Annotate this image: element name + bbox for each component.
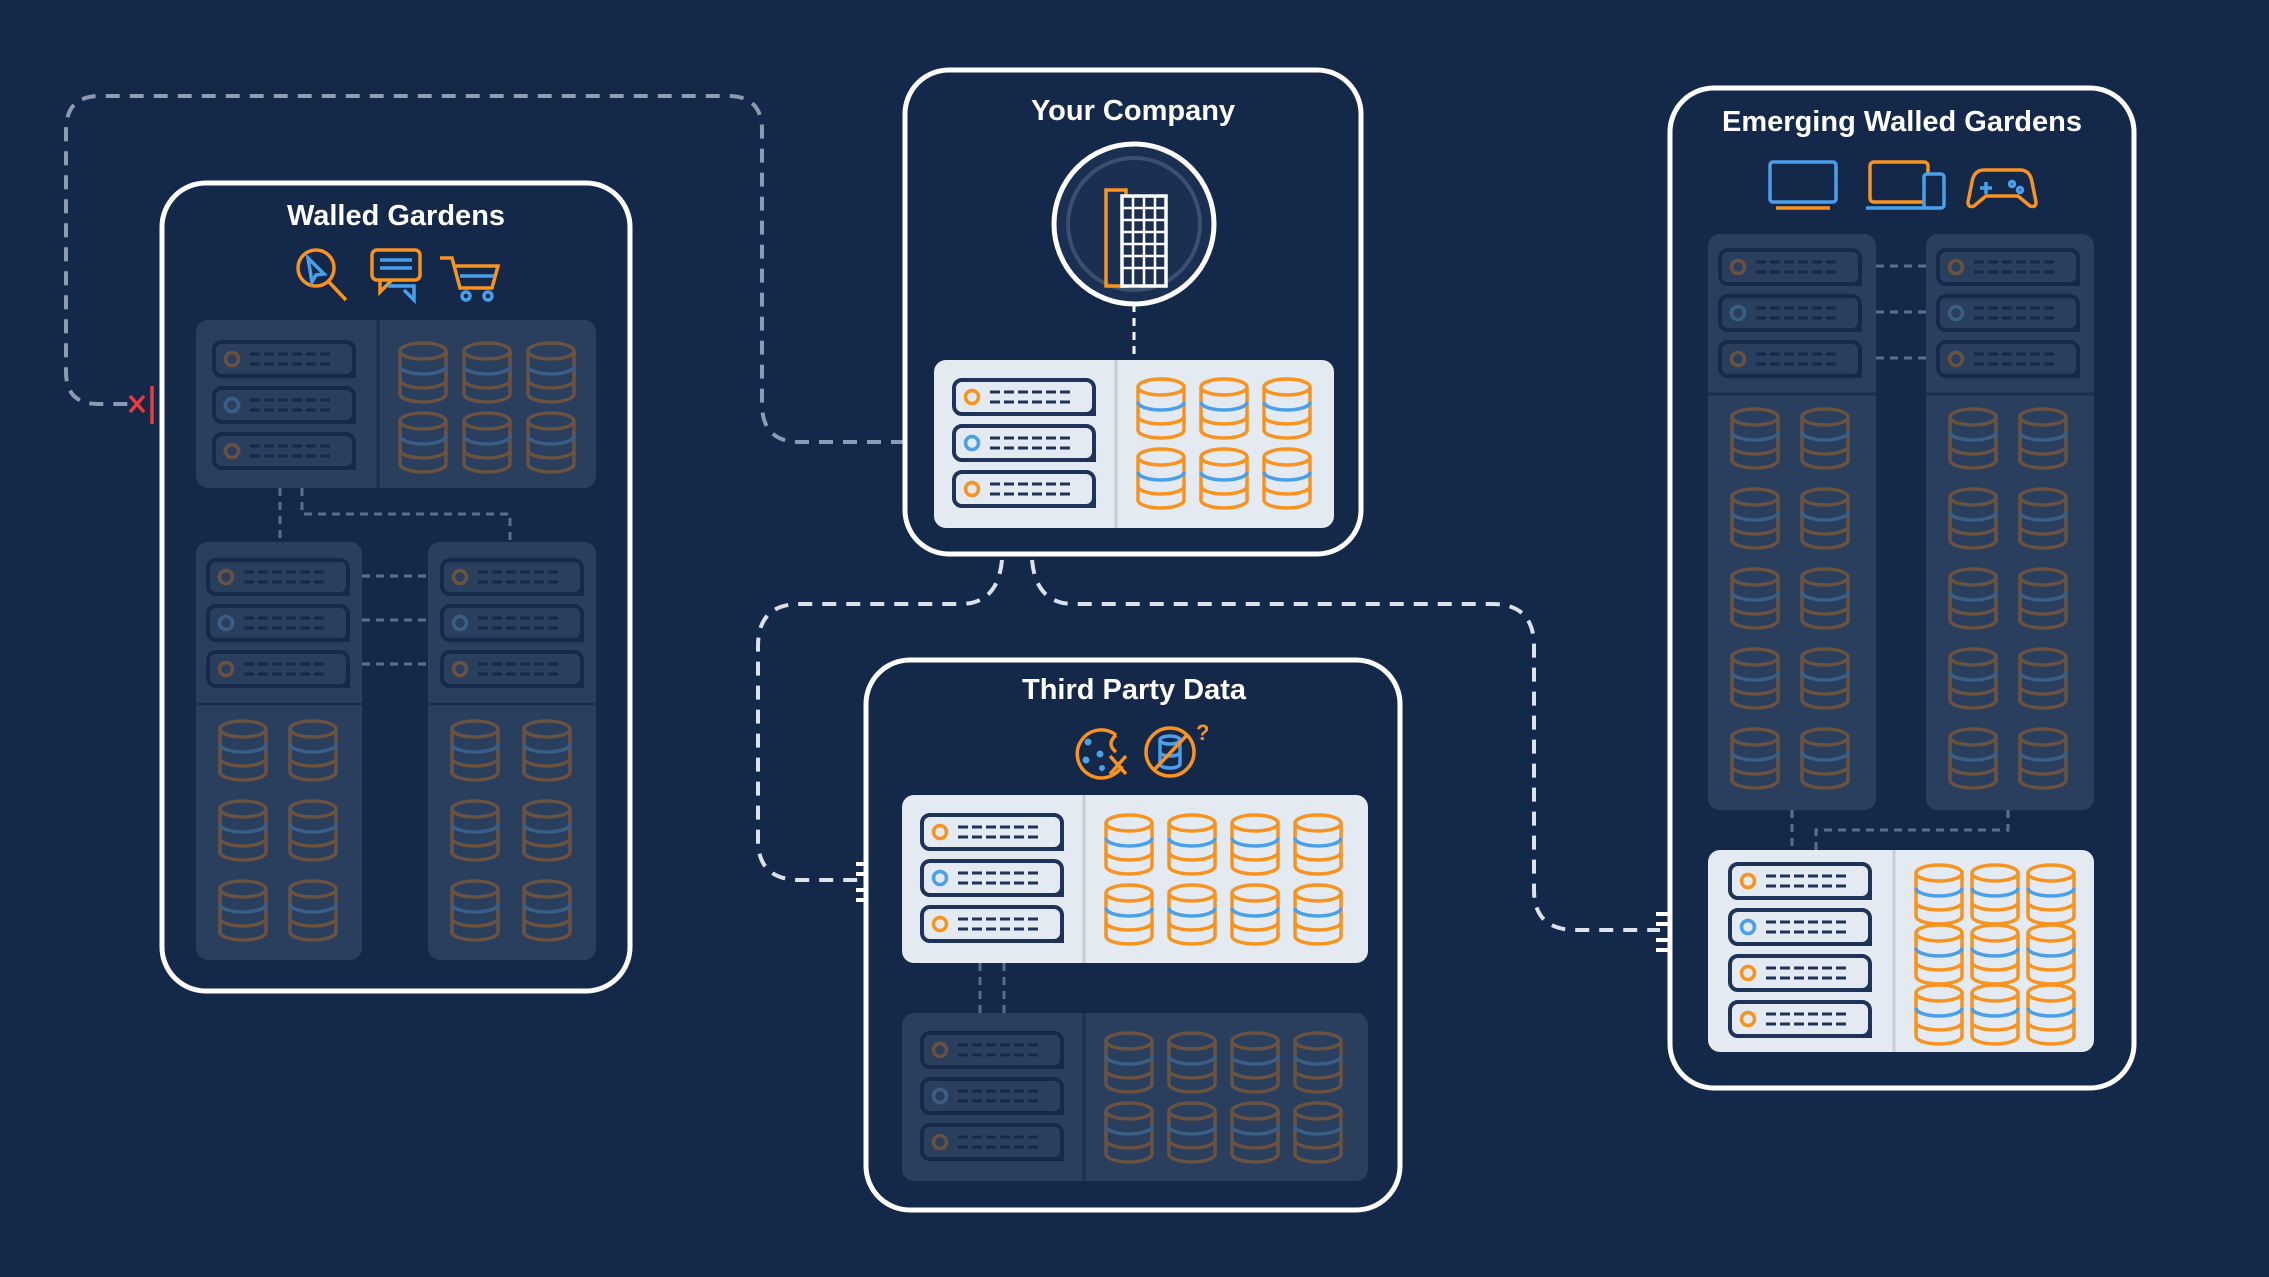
panel-title-emerging-walled-gardens: Emerging Walled Gardens [1722, 106, 2082, 138]
tv-icon [1768, 160, 1838, 210]
dim-server-rack [1926, 234, 2094, 810]
active-server-rack [934, 360, 1334, 528]
panel-your-company: Your Company [902, 67, 1364, 557]
question-mark-glyph: ? [1196, 720, 1209, 745]
panel-emerging-walled-gardens: Emerging Walled Gardens [1667, 85, 2137, 1091]
devices-icon [1866, 160, 1946, 210]
cookie-blocked-icon [1075, 728, 1128, 780]
dim-server-rack [196, 320, 596, 488]
active-server-rack [1708, 850, 2094, 1052]
panel-third-party-data: Third Party Data ? [863, 657, 1403, 1213]
active-server-rack [902, 795, 1368, 963]
dim-server-rack [902, 1013, 1368, 1181]
office-building-icon [1051, 141, 1217, 307]
connector-company-to-third-party [756, 559, 1004, 882]
panel-title-walled-gardens: Walled Gardens [287, 200, 505, 232]
blocked-marker [128, 386, 154, 424]
panel-walled-gardens: Walled Gardens [159, 180, 633, 994]
shopping-cart-icon [440, 256, 501, 302]
database-unknown-icon [1144, 726, 1196, 778]
dim-server-rack [428, 542, 596, 960]
chat-icon [370, 248, 422, 305]
panel-title-third-party-data: Third Party Data [1022, 674, 1247, 706]
search-click-icon [296, 248, 348, 302]
panel-title-your-company: Your Company [1031, 95, 1235, 127]
dim-server-rack [1708, 234, 1876, 810]
dim-server-rack [196, 542, 362, 960]
game-controller-icon [1966, 168, 2038, 209]
